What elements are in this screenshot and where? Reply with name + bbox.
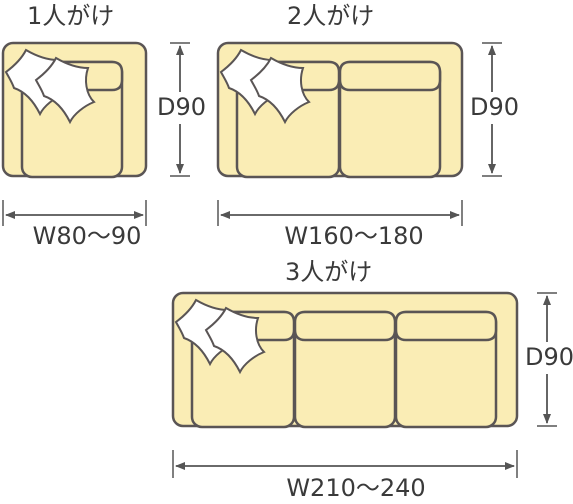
sofa-3-title: 3人がけ xyxy=(285,258,372,286)
sofa-1-title: 1人がけ xyxy=(27,2,114,30)
sofa-2-back-cushion-right xyxy=(338,60,442,92)
sofa-3-depth-label: D90 xyxy=(525,343,573,371)
sofa-2-depth-dimension: D90 xyxy=(470,42,519,177)
sofa-1-width-label: W80〜90 xyxy=(33,222,142,250)
sofa-3-back-cushion-right xyxy=(394,310,498,342)
sofa-3-width-dimension: W210〜240 xyxy=(172,450,518,502)
sofa-1-depth-dimension: D90 xyxy=(157,42,206,177)
sofa-3-width-label: W210〜240 xyxy=(286,474,425,502)
sofa-3-back-cushion-middle xyxy=(293,310,397,342)
sofa-2-width-label: W160〜180 xyxy=(284,222,423,250)
sofa-2-depth-label: D90 xyxy=(470,93,519,121)
sofa-2-title: 2人がけ xyxy=(287,2,374,30)
sofa-3-seater: 3人がけ D90 W210〜240 xyxy=(171,258,573,502)
sofa-3-depth-dimension: D90 xyxy=(525,292,573,427)
sofa-1-width-dimension: W80〜90 xyxy=(2,200,147,250)
sofa-2-seater: 2人がけ D90 W160〜180 xyxy=(216,2,519,250)
sofa-1-seater: 1人がけ D90 W80〜90 xyxy=(1,2,206,250)
sofa-1-depth-label: D90 xyxy=(157,93,206,121)
sofa-2-width-dimension: W160〜180 xyxy=(217,200,463,250)
